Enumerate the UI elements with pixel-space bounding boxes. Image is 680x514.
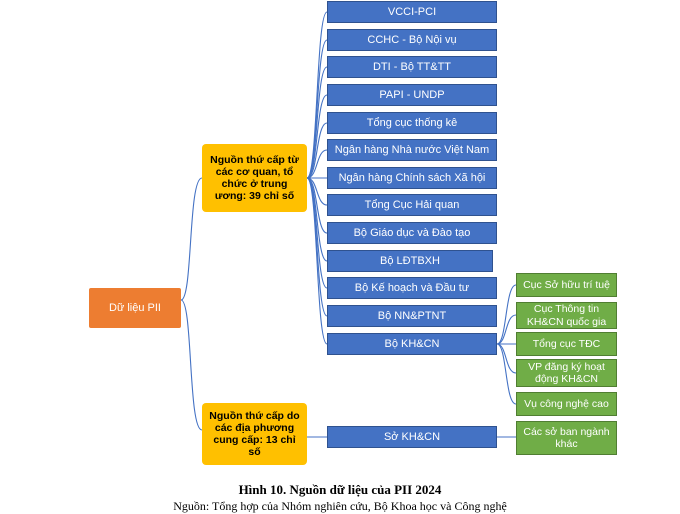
group-central-sources: Nguồn thứ cấp từ các cơ quan, tổ chức ở … bbox=[202, 144, 307, 212]
source-cchc: CCHC - Bộ Nội vụ bbox=[327, 29, 497, 51]
subsource-stameq: Tổng cục TĐC bbox=[516, 332, 617, 356]
source-molisa: Bộ LĐTBXH bbox=[327, 250, 493, 272]
source-moet: Bộ Giáo dục và Đào tạo bbox=[327, 222, 497, 244]
subsource-registration-office: VP đăng ký hoạt động KH&CN bbox=[516, 359, 617, 387]
subsource-hitech-dept: Vụ công nghệ cao bbox=[516, 392, 617, 416]
source-vbsp: Ngân hàng Chính sách Xã hội bbox=[327, 167, 497, 189]
source-local-dost: Sở KH&CN bbox=[327, 426, 497, 448]
source-dti: DTI - Bộ TT&TT bbox=[327, 56, 497, 78]
subsource-ip-office: Cục Sở hữu trí tuệ bbox=[516, 273, 617, 297]
source-mpi: Bộ Kế hoạch và Đầu tư bbox=[327, 277, 497, 299]
subsource-info-center: Cục Thông tin KH&CN quốc gia bbox=[516, 302, 617, 329]
source-mard: Bộ NN&PTNT bbox=[327, 305, 497, 327]
subsource-other-departments: Các sở ban ngành khác bbox=[516, 421, 617, 455]
group-local-sources: Nguồn thứ cấp do các địa phương cung cấp… bbox=[202, 403, 307, 465]
figure-caption: Hình 10. Nguồn dữ liệu của PII 2024 bbox=[238, 482, 442, 497]
source-most: Bộ KH&CN bbox=[327, 333, 497, 355]
source-customs: Tổng Cục Hải quan bbox=[327, 194, 497, 216]
source-papi: PAPI - UNDP bbox=[327, 84, 497, 106]
figure-source-note: Nguồn: Tổng hợp của Nhóm nghiên cứu, Bộ … bbox=[173, 499, 507, 513]
root-node-pii-data: Dữ liệu PII bbox=[89, 288, 181, 328]
source-gso: Tổng cục thống kê bbox=[327, 112, 497, 134]
source-vcci-pci: VCCI-PCI bbox=[327, 1, 497, 23]
source-sbv: Ngân hàng Nhà nước Việt Nam bbox=[327, 139, 497, 161]
